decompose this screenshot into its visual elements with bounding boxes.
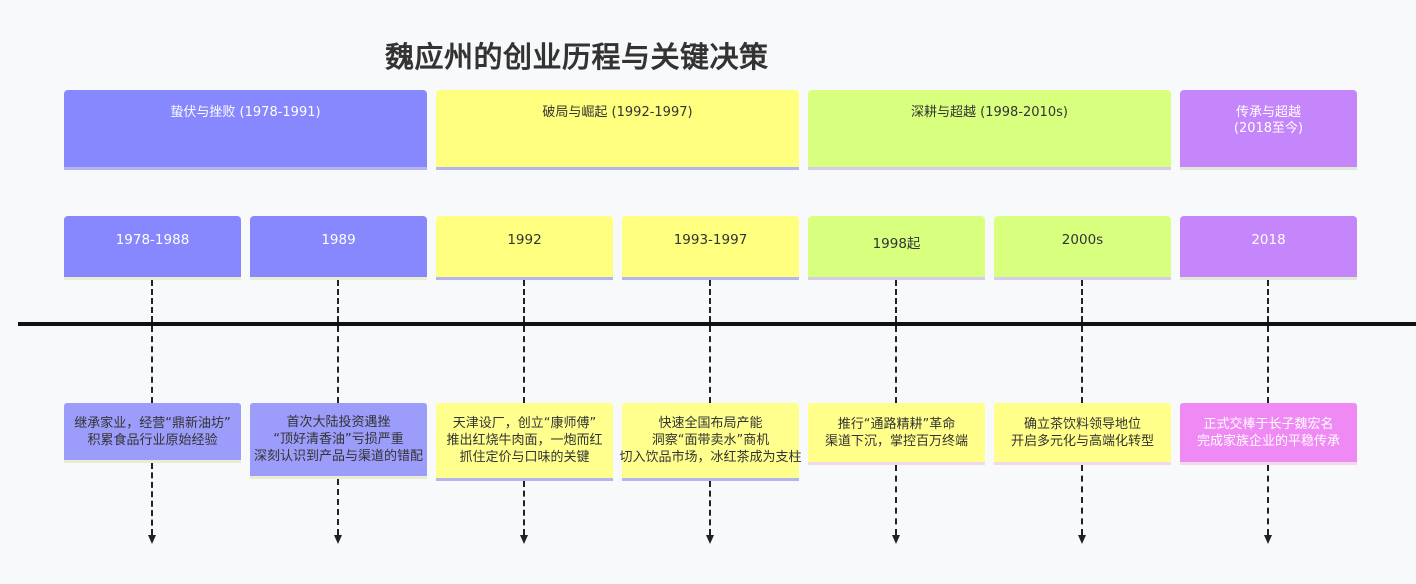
year-card-5: 1998起 xyxy=(808,216,985,280)
arrow-down-icon xyxy=(519,535,528,544)
connector-line xyxy=(337,280,339,322)
year-card-3: 1992 xyxy=(436,216,613,280)
event-card-2: 首次大陆投资遇挫 “顶好清香油”亏损严重 深刻认识到产品与渠道的错配 xyxy=(250,403,427,479)
connector-line xyxy=(1267,280,1269,322)
year-label: 1992 xyxy=(507,232,542,248)
arrow-down-icon xyxy=(1263,535,1272,544)
connector-line xyxy=(895,280,897,322)
event-card-6: 确立茶饮料领导地位 开启多元化与高端化转型 xyxy=(994,403,1171,465)
connector-line xyxy=(151,463,153,535)
phase-card-2: 破局与崛起 (1992-1997) xyxy=(436,90,799,170)
connector-line xyxy=(895,465,897,535)
year-label: 2018 xyxy=(1251,232,1286,248)
year-label: 2000s xyxy=(1061,232,1104,248)
event-text: 正式交棒于长子魏宏名 完成家族企业的平稳传承 xyxy=(1196,416,1340,449)
connector-line xyxy=(1081,465,1083,535)
connector-line xyxy=(1081,280,1083,322)
year-label: 1989 xyxy=(321,232,356,248)
connector-line xyxy=(523,326,525,403)
year-card-7: 2018 xyxy=(1180,216,1357,280)
phase-label: 传承与超越 (2018至今) xyxy=(1233,105,1304,137)
connector-line xyxy=(895,326,897,403)
phase-label: 深耕与超越 (1998-2010s) xyxy=(911,105,1068,120)
connector-line xyxy=(709,280,711,322)
connector-line xyxy=(523,481,525,535)
event-card-3: 天津设厂，创立“康师傅” 推出红烧牛肉面，一炮而红 抓住定价与口味的关键 xyxy=(436,403,613,481)
connector-line xyxy=(709,326,711,403)
connector-line xyxy=(1081,326,1083,403)
connector-line xyxy=(151,280,153,322)
page-title: 魏应州的创业历程与关键决策 xyxy=(385,40,769,74)
phase-card-4: 传承与超越 (2018至今) xyxy=(1180,90,1357,170)
connector-line xyxy=(709,481,711,535)
connector-line xyxy=(337,479,339,535)
event-text: 推行“通路精耕”革命 渠道下沉，掌控百万终端 xyxy=(824,416,968,449)
event-text: 首次大陆投资遇挫 “顶好清香油”亏损严重 深刻认识到产品与渠道的错配 xyxy=(253,415,423,464)
event-card-7: 正式交棒于长子魏宏名 完成家族企业的平稳传承 xyxy=(1180,403,1357,465)
event-text: 天津设厂，创立“康师傅” 推出红烧牛肉面，一炮而红 抓住定价与口味的关键 xyxy=(446,416,603,465)
year-label: 1998起 xyxy=(872,236,921,252)
event-card-1: 继承家业，经营“鼎新油坊” 积累食品行业原始经验 xyxy=(64,403,241,463)
year-card-2: 1989 xyxy=(250,216,427,280)
year-card-4: 1993-1997 xyxy=(622,216,799,280)
phase-card-3: 深耕与超越 (1998-2010s) xyxy=(808,90,1171,170)
year-card-1: 1978-1988 xyxy=(64,216,241,280)
event-card-5: 推行“通路精耕”革命 渠道下沉，掌控百万终端 xyxy=(808,403,985,465)
event-text: 继承家业，经营“鼎新油坊” 积累食品行业原始经验 xyxy=(74,415,231,448)
year-card-6: 2000s xyxy=(994,216,1171,280)
arrow-down-icon xyxy=(333,535,342,544)
arrow-down-icon xyxy=(147,535,156,544)
event-card-4: 快速全国布局产能 洞察“面带卖水”商机 切入饮品市场，冰红茶成为支柱 xyxy=(619,403,802,481)
connector-line xyxy=(1267,465,1269,535)
phase-label: 蛰伏与挫败 (1978-1991) xyxy=(170,105,321,120)
arrow-down-icon xyxy=(705,535,714,544)
connector-line xyxy=(337,326,339,403)
connector-line xyxy=(523,280,525,322)
phase-label: 破局与崛起 (1992-1997) xyxy=(542,105,693,120)
connector-line xyxy=(1267,326,1269,403)
phase-card-1: 蛰伏与挫败 (1978-1991) xyxy=(64,90,427,170)
arrow-down-icon xyxy=(1077,535,1086,544)
year-label: 1993-1997 xyxy=(673,232,748,248)
connector-line xyxy=(151,326,153,403)
event-text: 确立茶饮料领导地位 开启多元化与高端化转型 xyxy=(1010,416,1154,449)
arrow-down-icon xyxy=(891,535,900,544)
event-text: 快速全国布局产能 洞察“面带卖水”商机 切入饮品市场，冰红茶成为支柱 xyxy=(619,416,802,465)
year-label: 1978-1988 xyxy=(115,232,190,248)
timeline-axis xyxy=(18,322,1416,326)
